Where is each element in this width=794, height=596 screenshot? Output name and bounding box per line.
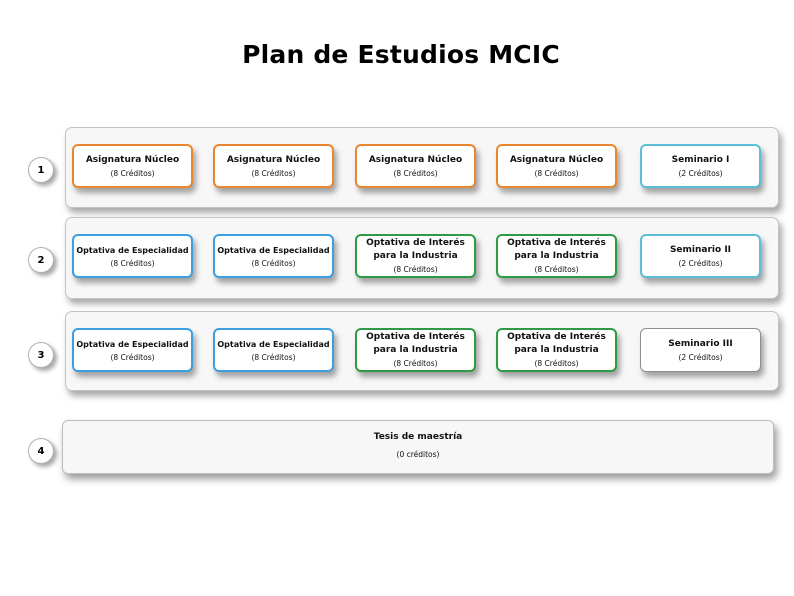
course-optativa-industria: Optativa de Interés para la Industria (8…	[496, 234, 617, 278]
course-credits: (8 Créditos)	[534, 265, 579, 274]
course-asignatura-nucleo: Asignatura Núcleo (8 Créditos)	[72, 144, 193, 188]
semester-number-3: 3	[28, 342, 54, 368]
thesis-box: Tesis de maestría (0 créditos)	[62, 420, 774, 474]
course-credits: (2 Créditos)	[678, 168, 723, 178]
course-name: Optativa de Interés para la Industria	[366, 332, 465, 355]
course-credits: (8 Créditos)	[393, 168, 438, 178]
course-name: Seminario III	[668, 338, 733, 349]
course-name: Optativa de Especialidad	[217, 245, 330, 255]
course-credits: (8 Créditos)	[534, 168, 579, 178]
course-credits: (8 Créditos)	[393, 265, 438, 274]
course-credits: (2 Créditos)	[678, 258, 723, 268]
course-credits: (8 Créditos)	[110, 352, 155, 362]
course-name: Asignatura Núcleo	[509, 154, 604, 165]
course-asignatura-nucleo: Asignatura Núcleo (8 Créditos)	[496, 144, 617, 188]
course-name: Seminario I	[671, 154, 730, 165]
course-name: Asignatura Núcleo	[85, 154, 180, 165]
course-asignatura-nucleo: Asignatura Núcleo (8 Créditos)	[213, 144, 334, 188]
page-title: Plan de Estudios MCIC	[242, 40, 560, 69]
course-seminario-1: Seminario I (2 Créditos)	[640, 144, 761, 188]
semester-number-1: 1	[28, 157, 54, 183]
course-credits: (8 Créditos)	[534, 359, 579, 368]
course-optativa-especialidad: Optativa de Especialidad (8 Créditos)	[213, 234, 334, 278]
course-name: Optativa de Especialidad	[217, 339, 330, 349]
course-optativa-especialidad: Optativa de Especialidad (8 Créditos)	[72, 234, 193, 278]
semester-number-4: 4	[28, 438, 54, 464]
course-name: Seminario II	[669, 244, 732, 255]
course-name: Optativa de Interés para la Industria	[507, 238, 606, 261]
thesis-name: Tesis de maestría	[373, 432, 463, 442]
course-seminario-3: Seminario III (2 Créditos)	[640, 328, 761, 372]
course-seminario-2: Seminario II (2 Créditos)	[640, 234, 761, 278]
course-asignatura-nucleo: Asignatura Núcleo (8 Créditos)	[355, 144, 476, 188]
semester-number-2: 2	[28, 247, 54, 273]
course-optativa-industria: Optativa de Interés para la Industria (8…	[355, 234, 476, 278]
course-credits: (8 Créditos)	[251, 352, 296, 362]
course-name: Optativa de Interés para la Industria	[507, 332, 606, 355]
course-optativa-especialidad: Optativa de Especialidad (8 Créditos)	[72, 328, 193, 372]
course-optativa-industria: Optativa de Interés para la Industria (8…	[355, 328, 476, 372]
course-name: Optativa de Especialidad	[76, 245, 189, 255]
course-credits: (2 Créditos)	[678, 352, 723, 362]
course-credits: (8 Créditos)	[110, 168, 155, 178]
course-credits: (8 Créditos)	[251, 258, 296, 268]
course-credits: (8 Créditos)	[110, 258, 155, 268]
course-credits: (8 Créditos)	[251, 168, 296, 178]
thesis-credits: (0 créditos)	[396, 450, 440, 459]
course-optativa-especialidad: Optativa de Especialidad (8 Créditos)	[213, 328, 334, 372]
course-name: Asignatura Núcleo	[226, 154, 321, 165]
course-credits: (8 Créditos)	[393, 359, 438, 368]
course-name: Asignatura Núcleo	[368, 154, 463, 165]
course-name: Optativa de Especialidad	[76, 339, 189, 349]
course-optativa-industria: Optativa de Interés para la Industria (8…	[496, 328, 617, 372]
course-name: Optativa de Interés para la Industria	[366, 238, 465, 261]
